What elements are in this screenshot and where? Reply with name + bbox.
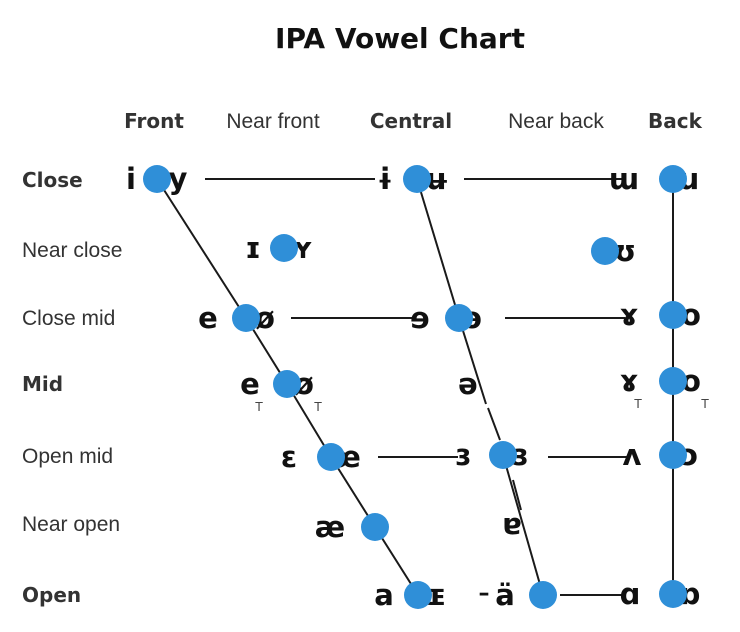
column-header-central: Central xyxy=(370,109,452,133)
vowel-symbol-unrounded: ɨ xyxy=(377,162,393,196)
row-header-open-mid: Open mid xyxy=(22,445,113,468)
lowered-mark-unrounded: T xyxy=(254,400,263,414)
vowel-dot xyxy=(659,441,687,469)
vowel-dot xyxy=(317,443,345,471)
vowel-symbol-rounded: o xyxy=(681,364,701,398)
chart-title: IPA Vowel Chart xyxy=(275,22,525,55)
central-edge-mid-line xyxy=(487,407,501,441)
column-header-front: Front xyxy=(124,109,184,133)
vowel-near-close-back: ʊ xyxy=(591,234,636,268)
vowel-near-open-central: ɐ xyxy=(502,507,522,541)
central-edge-near-open-line xyxy=(512,479,522,511)
vowel-dot xyxy=(489,441,517,469)
vowel-dot xyxy=(659,301,687,329)
vowel-symbol-unrounded: ɑ xyxy=(620,577,641,611)
central-edge-lower-line xyxy=(502,454,544,596)
vowel-symbol-rounded: ʏ xyxy=(293,231,314,265)
axis-headers: Front Near front Central Near back BackClose… xyxy=(22,109,703,607)
row-header-near-open: Near open xyxy=(22,513,120,536)
vowel-dot xyxy=(445,304,473,332)
column-header-near-back: Near back xyxy=(508,110,604,133)
row-header-near-close: Near close xyxy=(22,239,122,262)
vowel-symbol-unrounded: ä xyxy=(495,578,515,612)
row-header-close-mid: Close mid xyxy=(22,307,115,330)
row-header-open: Open xyxy=(22,583,81,607)
lowered-mark-rounded: T xyxy=(313,400,322,414)
vowel-open-central: ä xyxy=(495,578,557,612)
vowel-dot xyxy=(659,165,687,193)
vowel-mid-central: ə xyxy=(458,367,478,401)
vowel-symbol-unrounded: ɜ xyxy=(455,438,471,472)
vowel-points: iyɨʉɯuɪʏʊeøɘɵɤoeøTTəɤoTTɛœɜɞʌɔæɐaɶäɑɒ– xyxy=(126,162,709,612)
column-header-back: Back xyxy=(648,109,703,133)
lowered-mark-rounded: T xyxy=(700,397,709,411)
vowel-symbol-unrounded: ɯ xyxy=(609,162,639,196)
vowel-symbol-unrounded: e xyxy=(240,367,260,401)
vowel-dot xyxy=(404,581,432,609)
vowel-symbol-rounded: y xyxy=(169,162,188,196)
vowel-symbol-rounded: ø xyxy=(294,367,314,401)
vowel-symbol-unrounded: ɪ xyxy=(245,231,261,265)
vowel-dot xyxy=(403,165,431,193)
vowel-dot xyxy=(659,580,687,608)
vowel-symbol-unrounded: ɤ xyxy=(620,298,638,332)
vowel-symbol-unrounded: ə xyxy=(458,367,478,401)
vowel-symbol-rounded: ɒ xyxy=(680,577,701,611)
vowel-symbol-rounded: ʊ xyxy=(614,234,636,268)
vowel-symbol-unrounded: ɘ xyxy=(410,301,430,335)
row-header-close: Close xyxy=(22,168,83,192)
vowel-symbol-unrounded: e xyxy=(198,301,218,335)
column-header-near-front: Near front xyxy=(226,110,320,133)
vowel-dot xyxy=(591,237,619,265)
vowel-symbol-unrounded: ɤ xyxy=(620,364,638,398)
vowel-symbol-unrounded: a xyxy=(374,578,394,612)
vowel-symbol-rounded: ø xyxy=(255,301,275,335)
vowel-open-mid-front: ɛœ xyxy=(281,440,361,474)
vowel-symbol-unrounded: i xyxy=(126,162,136,196)
vowel-symbol-unrounded: æ xyxy=(315,510,345,544)
vowel-close-mid-central: ɘɵ xyxy=(410,301,482,335)
vowel-symbol-unrounded: ɐ xyxy=(502,507,522,541)
vowel-dot xyxy=(273,370,301,398)
vowel-symbol-unrounded: ɛ xyxy=(281,440,297,474)
vowel-symbol-rounded: o xyxy=(681,298,701,332)
vowel-dot xyxy=(270,234,298,262)
vowel-symbol-unrounded: ʌ xyxy=(623,438,642,472)
row-header-mid: Mid xyxy=(22,372,63,396)
separator-dash: – xyxy=(479,581,490,606)
lowered-mark-unrounded: T xyxy=(633,397,642,411)
vowel-dot xyxy=(143,165,171,193)
vowel-dot xyxy=(361,513,389,541)
vowel-dot xyxy=(529,581,557,609)
vowel-dot xyxy=(232,304,260,332)
vowel-symbol-rounded: ɔ xyxy=(681,438,698,472)
vowel-dot xyxy=(659,367,687,395)
vowel-near-open-front: æ xyxy=(315,510,389,544)
